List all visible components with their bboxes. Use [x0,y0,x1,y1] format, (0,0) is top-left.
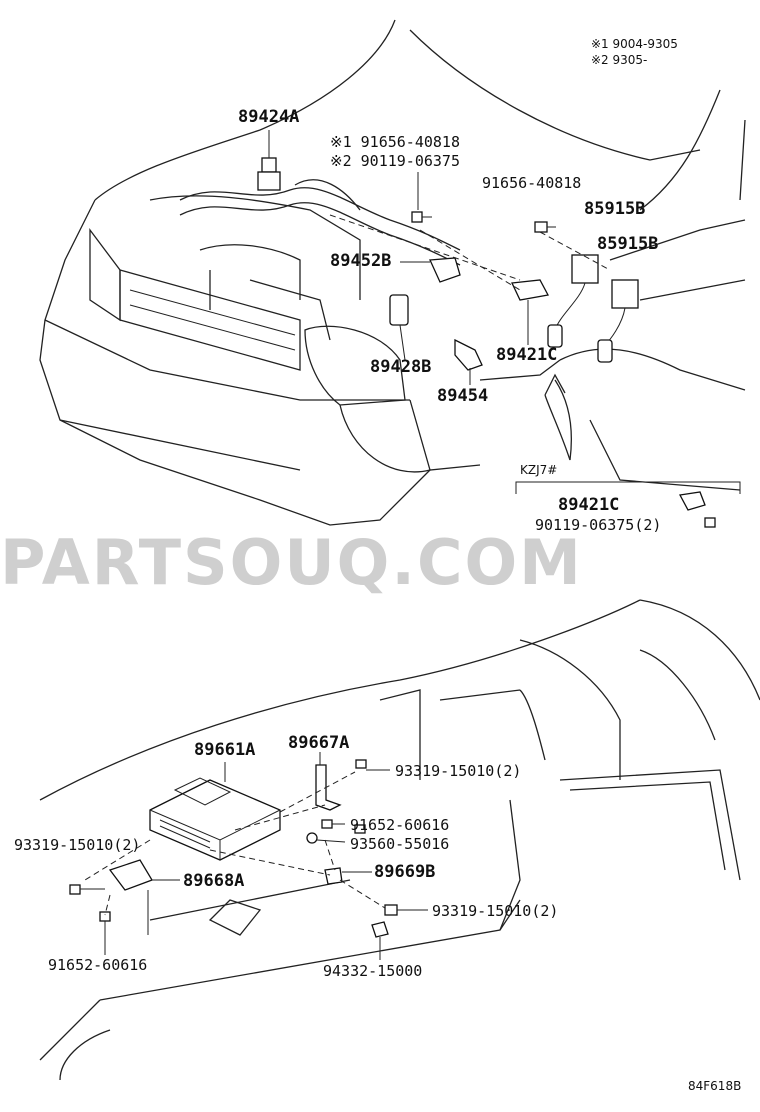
note-2: ※2 9305- [591,53,647,67]
sensor-89421c [511,279,549,345]
label-85915B-left: 85915B [584,199,645,219]
label-93560-55016: 93560-55016 [350,835,449,853]
label-90119-06375-n2: ※2 90119-06375 [330,152,460,170]
sensor-89452b [400,257,461,283]
vehicle-front-illustration [39,19,746,526]
sensor-89454 [454,338,483,385]
bolt-91656-40818 [534,221,556,233]
inset-title: KZJ7# [520,463,557,477]
label-89452B: 89452B [330,251,391,271]
label-93319-15010-top: 93319-15010(2) [395,762,521,780]
bracket-89669b [324,867,372,885]
label-89454: 89454 [437,386,488,406]
label-94332-15000: 94332-15000 [323,962,422,980]
label-91656-40818: 91656-40818 [482,174,581,192]
clip-94332-15000 [371,921,389,960]
bolt-91652-60616-right [321,819,345,829]
inset-kzj7: KZJ7# 89421C 90119-06375(2) [515,463,741,534]
bracket-89668a [108,859,180,935]
inset-label-90119-06375: 90119-06375(2) [535,516,661,534]
note-1: ※1 9004-9305 [591,37,678,51]
label-89428B: 89428B [370,357,431,377]
bolt-93319-15010-left [69,884,105,895]
watermark: PARTSOUQ.COM [0,526,583,599]
bolt-93319-15010-bottom [384,904,428,916]
dashboard-illustration [39,599,760,1081]
label-89421C: 89421C [496,345,557,365]
label-85915B-right: 85915B [597,234,658,254]
label-89669B: 89669B [374,862,435,882]
label-93319-15010-bottom: 93319-15010(2) [432,902,558,920]
ecu-89661a [149,762,281,861]
label-89424A: 89424A [238,107,299,127]
relay-85915b-right [597,279,639,363]
label-91652-60616-left: 91652-60616 [48,956,147,974]
label-91652-60616-right: 91652-60616 [350,816,449,834]
inset-label-89421C: 89421C [558,495,619,515]
figure-code: 84F618B [688,1079,741,1093]
label-89668A: 89668A [183,871,244,891]
bolt-91656-40818-hood [411,172,432,223]
label-89667A: 89667A [288,733,349,753]
nut-93560-55016 [306,832,346,844]
bracket-89667a [315,752,342,811]
label-91656-40818-n1: ※1 91656-40818 [330,133,460,151]
bolt-93319-15010-top [354,759,390,834]
label-89661A: 89661A [194,740,255,760]
label-93319-15010-left: 93319-15010(2) [14,836,140,854]
sensor-89428b [389,294,409,361]
sensor-89424a [257,130,281,191]
relay-85915b-left [547,254,599,348]
bolt-91652-60616-left [99,911,111,955]
